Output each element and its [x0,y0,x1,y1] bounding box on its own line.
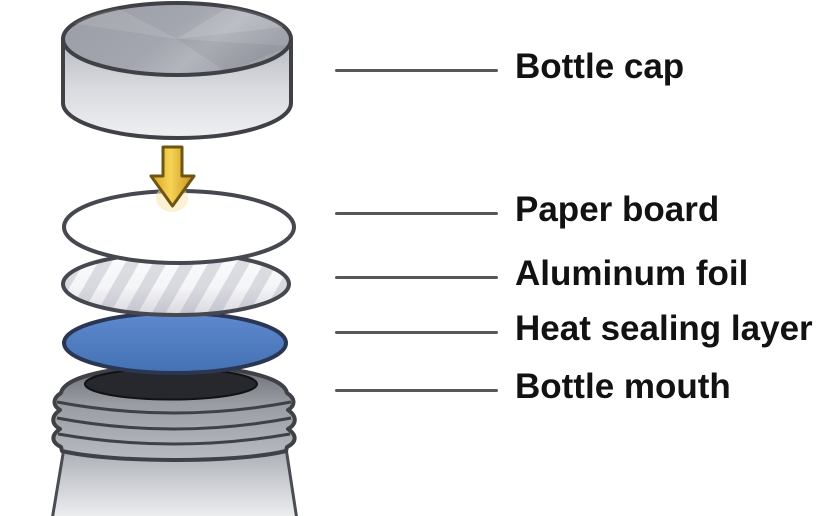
label-paper-board: Paper board [515,190,720,229]
label-row-bottle-cap: Bottle cap [335,46,684,94]
leader-line-heat-sealing-layer [335,330,498,334]
diagram-graphic [51,1,298,516]
label-row-paper-board: Paper board [335,189,719,237]
heat-sealing-layer-disc [62,311,288,375]
leader-line-paper-board [335,211,498,215]
leader-line-bottle-cap [335,68,498,72]
bottle-mouth-graphic [51,364,298,516]
label-aluminum-foil: Aluminum foil [515,254,749,293]
down-arrow-icon [149,145,196,212]
label-row-aluminum-foil: Aluminum foil [335,253,748,301]
aluminum-foil-disc [61,251,291,317]
thread-line-1 [56,400,292,415]
label-row-bottle-mouth: Bottle mouth [335,366,731,414]
cap-top [61,1,293,77]
label-bottle-cap: Bottle cap [515,47,685,86]
thread-line-2 [56,416,292,431]
label-bottle-mouth: Bottle mouth [515,367,731,406]
thread-line-3 [57,432,291,446]
label-heat-sealing-layer: Heat sealing layer [515,309,813,348]
leader-line-aluminum-foil [335,275,498,279]
bottle-cap-graphic [61,1,293,140]
label-row-heat-sealing-layer: Heat sealing layer [335,308,813,356]
leader-line-bottle-mouth [335,388,498,392]
